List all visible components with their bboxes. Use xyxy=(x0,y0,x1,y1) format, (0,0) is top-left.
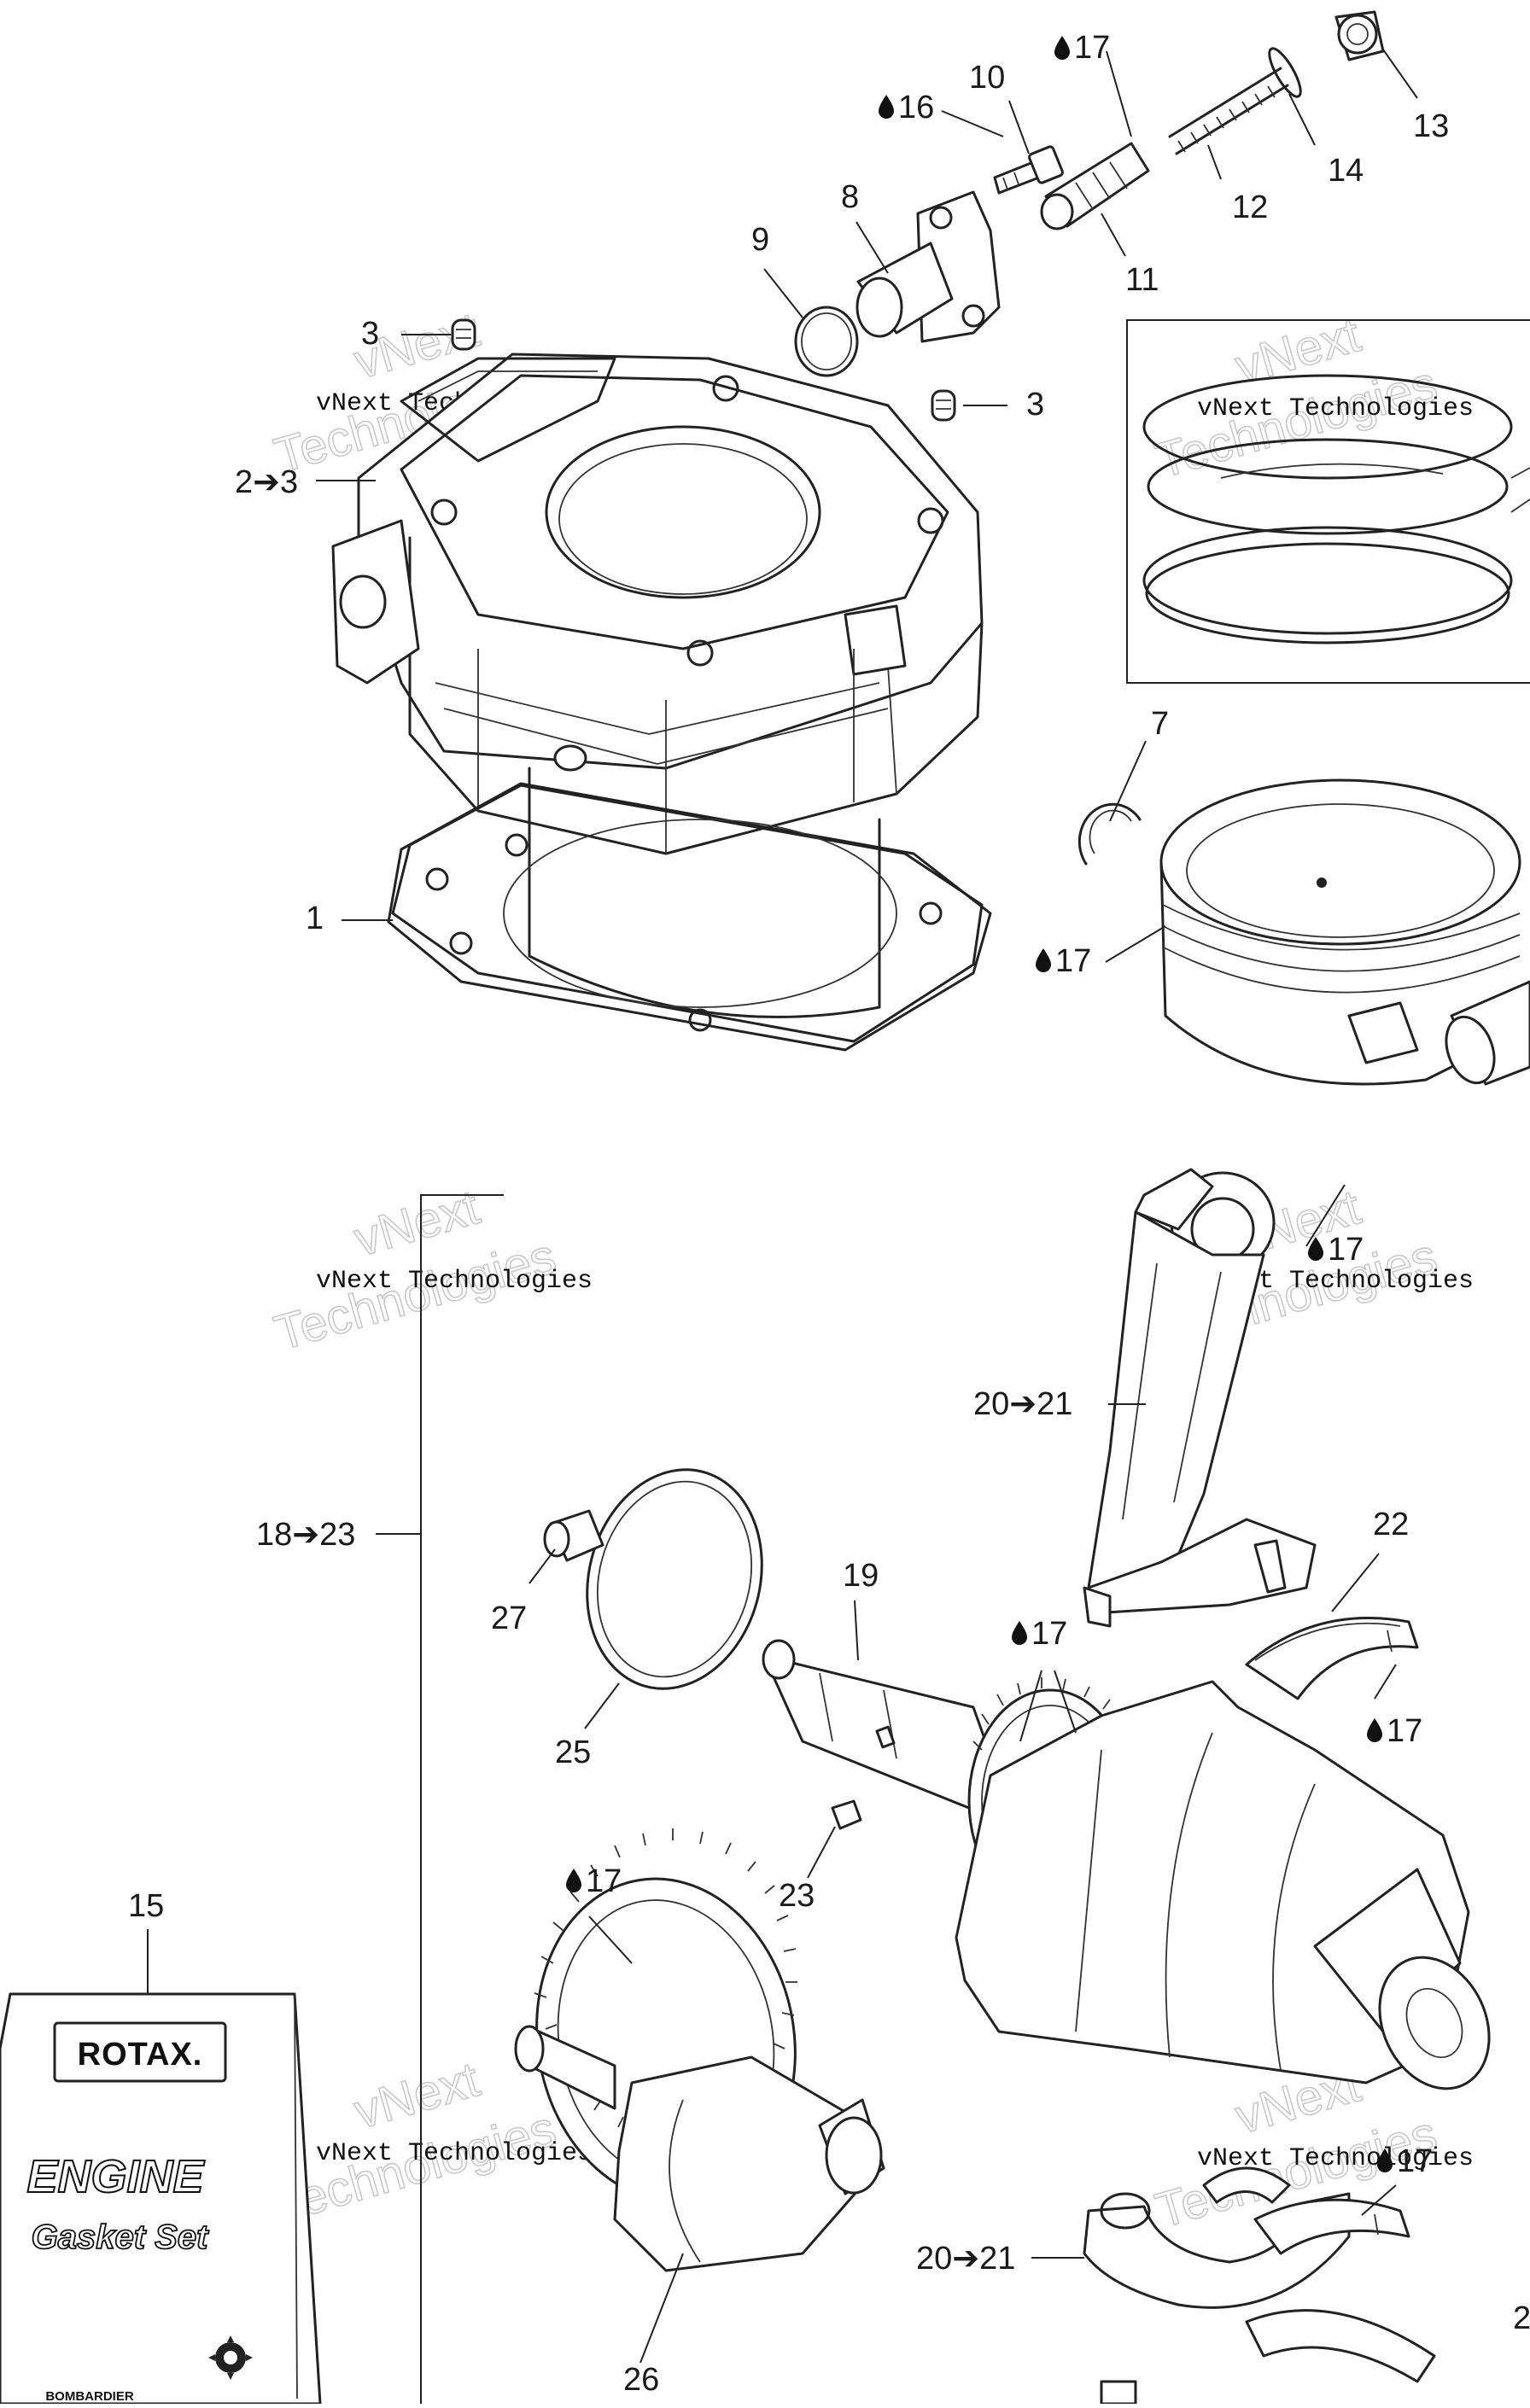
label-25: 25 xyxy=(555,1735,591,1770)
label-10: 10 xyxy=(969,60,1005,96)
bearing-shell-lower-2 xyxy=(1245,2309,1436,2383)
plug-27 xyxy=(543,1509,604,1562)
plug-13 xyxy=(1334,10,1385,61)
label-12: 12 xyxy=(1232,189,1268,225)
watermark-top-right: vNext Technologies vNext Technologies xyxy=(1149,306,1474,490)
bearing-shell-17-lower xyxy=(1253,2198,1410,2255)
label-14: 14 xyxy=(1328,153,1364,189)
o-ring-9 xyxy=(794,306,859,377)
svg-text:17: 17 xyxy=(1328,1232,1364,1268)
bombardier-gear-icon xyxy=(208,2335,253,2380)
label-20-21a: 20➔21 xyxy=(973,1386,1072,1422)
label-20-21b: 20➔21 xyxy=(916,2241,1015,2277)
watermark-mid-left: vNext Technologies vNext Technologies xyxy=(268,1179,593,1362)
svg-text:17: 17 xyxy=(1055,943,1091,979)
label-15: 15 xyxy=(128,1888,164,1924)
label-11: 11 xyxy=(1125,262,1159,298)
label-17g: 17 xyxy=(1377,2143,1433,2179)
label-16: 16 xyxy=(879,90,934,125)
oil-drop-icon xyxy=(1012,1621,1027,1645)
balance-shaft xyxy=(514,1828,885,2272)
label-17d: 17 xyxy=(1367,1713,1422,1749)
label-8: 8 xyxy=(841,179,859,215)
label-18-23: 18➔23 xyxy=(256,1517,355,1553)
dowel-pin-3b xyxy=(931,389,956,422)
oil-drop-icon xyxy=(1367,1718,1382,1742)
oil-drop-icon xyxy=(1054,36,1070,60)
screw-10 xyxy=(993,145,1064,195)
label-27: 27 xyxy=(491,1600,527,1636)
oil-drop-icon xyxy=(566,1869,581,1892)
svg-text:17: 17 xyxy=(586,1863,622,1899)
label-1: 1 xyxy=(306,901,324,936)
label-3b: 3 xyxy=(1026,387,1044,423)
connecting-rod-cap xyxy=(1083,2192,1351,2309)
label-13: 13 xyxy=(1413,108,1449,144)
label-26: 26 xyxy=(623,2362,659,2398)
leader-lines xyxy=(147,49,1418,2364)
label-3a: 3 xyxy=(361,316,379,352)
woodruff-key-23 xyxy=(831,1799,862,1830)
thrust-washer-25 xyxy=(586,1468,763,1690)
piston-rings-box xyxy=(1126,319,1530,684)
svg-text:vNext Technologies: vNext Technologies xyxy=(1197,394,1474,423)
label-17b: 17 xyxy=(1036,943,1091,979)
label-2-3: 2➔3 xyxy=(235,464,298,500)
crank-bolt-bottom xyxy=(1100,2380,1137,2405)
base-gasket xyxy=(387,782,992,1052)
svg-text:17: 17 xyxy=(1397,2143,1433,2179)
label-19: 19 xyxy=(843,1558,879,1594)
crankshaft xyxy=(762,1639,1491,2090)
label-17c: 17 xyxy=(1308,1232,1364,1268)
svg-text:17: 17 xyxy=(1074,30,1110,66)
label-23: 23 xyxy=(779,1878,815,1914)
svg-text:vNext Technologies: vNext Technologies xyxy=(316,1267,593,1296)
gasket-set-title: ENGINE xyxy=(26,2151,205,2202)
sealing-ring-14 xyxy=(1268,47,1302,98)
bombardier-logo: BOMBARDIER xyxy=(45,2389,133,2404)
svg-text:16: 16 xyxy=(898,90,934,125)
oil-drop-icon xyxy=(879,95,894,119)
piston xyxy=(1159,778,1530,1086)
cylinder xyxy=(331,353,984,1018)
group-bracket-18-23 xyxy=(376,1194,504,2404)
svg-text:vNext Technologies: vNext Technologies xyxy=(316,2139,593,2168)
circlip-7 xyxy=(1077,802,1142,866)
gasket-set-package: ROTAX. ENGINE Gasket Set BOMBARDIER xyxy=(0,1992,322,2405)
bearing-shell-upper-1 xyxy=(1202,2166,1291,2204)
tensioner-plunger-11 xyxy=(1040,142,1150,230)
dowel-pin-3a xyxy=(451,318,476,351)
svg-text:17: 17 xyxy=(1031,1616,1067,1652)
connecting-rod xyxy=(1083,1168,1317,1628)
label-17e: 17 xyxy=(1012,1616,1067,1652)
tensioner-housing xyxy=(856,190,1001,343)
label-17f: 17 xyxy=(566,1863,622,1899)
rotax-logo: ROTAX. xyxy=(78,2037,203,2073)
spring-12 xyxy=(1168,67,1289,155)
label-22: 22 xyxy=(1373,1507,1409,1542)
label-2-cut: 2 xyxy=(1513,2300,1530,2336)
svg-text:17: 17 xyxy=(1387,1713,1422,1749)
part-labels: 3 3 2➔3 1 9 8 10 16 17 11 12 14 13 7 17 … xyxy=(128,30,1530,2398)
label-9: 9 xyxy=(751,222,769,258)
bearing-shell-22 xyxy=(1245,1617,1419,1700)
label-7: 7 xyxy=(1151,706,1169,742)
gasket-set-subtitle: Gasket Set xyxy=(32,2219,209,2256)
label-17a: 17 xyxy=(1054,30,1110,66)
rotax-logo-box xyxy=(53,2021,227,2083)
oil-drop-icon xyxy=(1036,948,1051,972)
